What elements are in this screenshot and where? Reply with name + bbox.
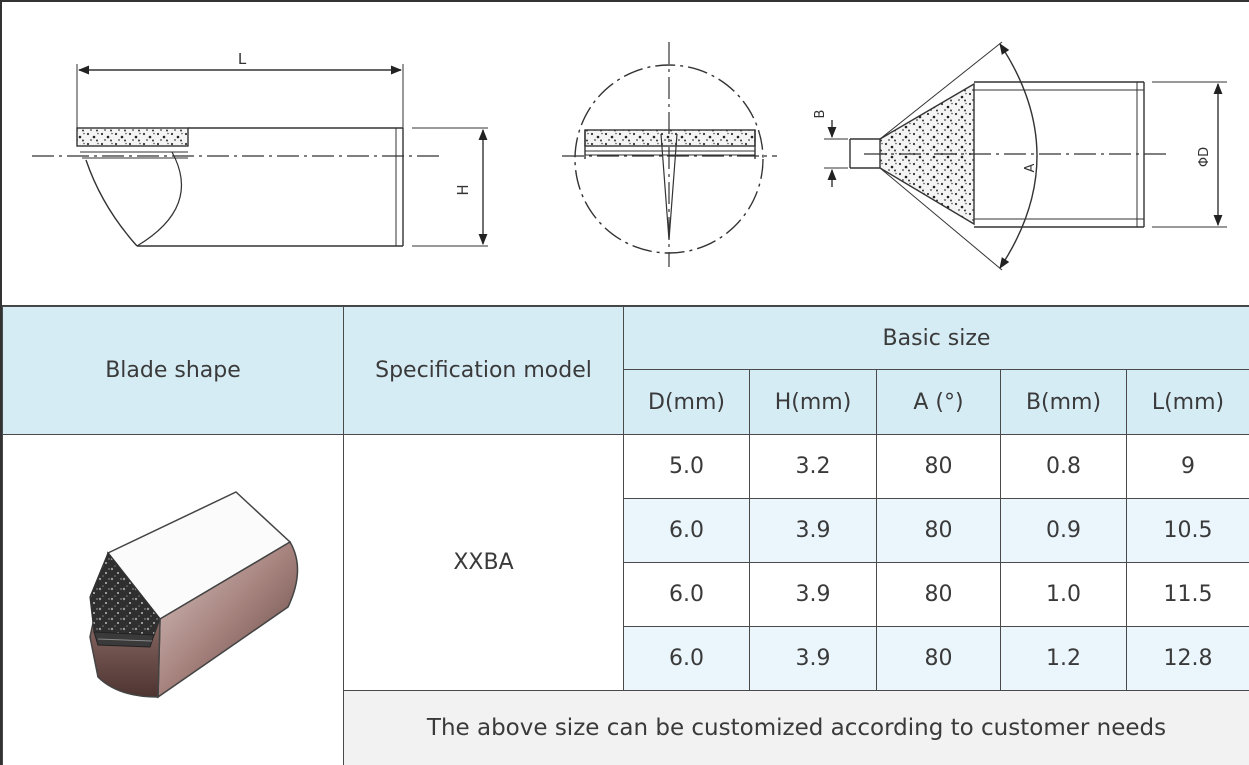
blade-illustration [89, 490, 299, 699]
cell-h: 3.9 [749, 626, 877, 691]
dimension-label-a: A [1023, 163, 1038, 172]
header-col-l: L(mm) [1126, 369, 1249, 435]
header-col-d: D(mm) [623, 369, 750, 435]
header-blade-shape: Blade shape [2, 306, 344, 435]
cell-h: 3.9 [749, 562, 877, 627]
cell-h: 3.2 [749, 434, 877, 499]
tip-view-drawing [824, 41, 1227, 271]
dimension-label-d: ΦD [1197, 147, 1212, 167]
cell-b: 1.0 [1000, 562, 1127, 627]
cell-l: 12.8 [1126, 626, 1249, 691]
header-basic-size: Basic size [623, 306, 1249, 370]
cell-b: 0.9 [1000, 498, 1127, 563]
dimension-label-b: B [813, 110, 828, 119]
technical-drawing-panel: L H [2, 2, 1249, 306]
cell-d: 6.0 [623, 498, 750, 563]
cell-a: 80 [876, 434, 1001, 499]
cell-d: 6.0 [623, 626, 750, 691]
customization-note: The above size can be customized accordi… [343, 690, 1249, 765]
cell-a: 80 [876, 498, 1001, 563]
table-row: 6.0 3.9 80 1.2 12.8 [3, 626, 1249, 691]
cell-d: 5.0 [623, 434, 750, 499]
header-col-h: H(mm) [749, 369, 877, 435]
table-row: 6.0 3.9 80 0.9 10.5 [3, 498, 1249, 563]
spec-table: Blade shape Specification model Basic si… [2, 306, 1249, 765]
dimension-label-l: L [238, 50, 247, 68]
cell-l: 11.5 [1126, 562, 1249, 627]
cell-h: 3.9 [749, 498, 877, 563]
dimension-label-h: H [454, 184, 472, 195]
header-col-b: B(mm) [1000, 369, 1127, 435]
cell-a: 80 [876, 562, 1001, 627]
cell-b: 0.8 [1000, 434, 1127, 499]
cell-a: 80 [876, 626, 1001, 691]
blade-image-cell [2, 434, 344, 765]
cell-l: 9 [1126, 434, 1249, 499]
table-row: XXBA 5.0 3.2 80 0.8 9 [2, 434, 1249, 765]
header-spec-model: Specification model [343, 306, 624, 435]
technical-drawings: L H [32, 41, 1227, 271]
side-view-drawing [32, 64, 488, 247]
cell-b: 1.2 [1000, 626, 1127, 691]
front-view-drawing [562, 42, 777, 267]
header-col-a: A (°) [876, 369, 1001, 435]
cell-d: 6.0 [623, 562, 750, 627]
table-row: 6.0 3.9 80 1.0 11.5 [3, 562, 1249, 627]
cell-l: 10.5 [1126, 498, 1249, 563]
spec-model-cell: XXBA [343, 434, 624, 691]
